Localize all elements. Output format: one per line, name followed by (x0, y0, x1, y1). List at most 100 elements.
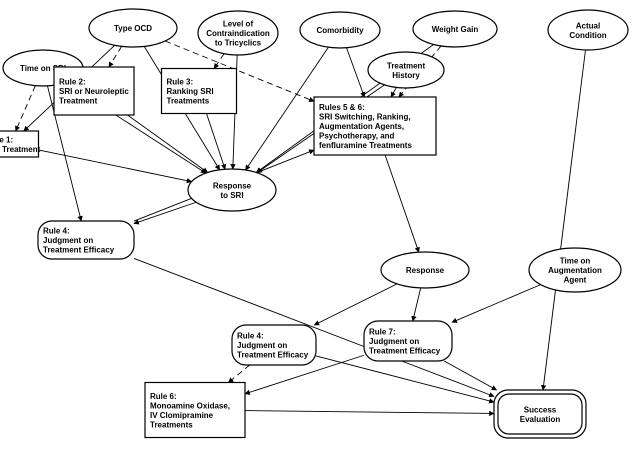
node-label-line: Contraindication (206, 29, 270, 38)
node-label-line: Treatment (59, 97, 98, 106)
node-label-line: Augmentation Agents, (319, 122, 404, 131)
edge-rule1-to-response-sri (38, 149, 193, 184)
node-label-line: Condition (569, 31, 606, 40)
node-label-line: Treatment Efficacy (237, 351, 309, 360)
node-shape (88, 8, 178, 48)
node-label-line: SRI Switching, Ranking, (319, 113, 411, 122)
node-shape (412, 10, 498, 48)
node-rule56: Rules 5 & 6:SRI Switching, Ranking,Augme… (313, 96, 437, 156)
node-shape (144, 381, 246, 439)
node-shape (197, 10, 279, 56)
node-label-line: Rule 6: (150, 392, 177, 401)
node-weight-gain: Weight Gain (412, 10, 498, 48)
node-label-line: Judgment on (237, 341, 287, 350)
node-label-line: SRI Treatment (0, 145, 41, 154)
node-label-line: Judgment on (369, 337, 419, 346)
node-label-line: IV Clomipramine (150, 411, 214, 420)
node-label-line: Rule 4: (237, 332, 264, 341)
node-rule6: Rule 6:Monoamine Oxidase,IV Clomipramine… (144, 381, 246, 439)
node-label-line: Rule 7: (369, 328, 396, 337)
edge-comorbidity-to-response-sri (245, 46, 329, 171)
edge-type-ocd-to-rule56 (164, 40, 315, 102)
node-label-line: Rule 4: (43, 227, 70, 236)
edge-time-on-sri-to-rule4-top (47, 85, 83, 222)
edge-treatment-history-to-rule56 (390, 87, 397, 98)
node-shape (53, 66, 135, 116)
node-label-line: Psychotherapy, and (319, 132, 395, 141)
edge-rule4-bottom-to-success (315, 355, 495, 404)
edge-rule3-to-response-sri (206, 113, 227, 170)
node-label-line: Type OCD (114, 24, 152, 33)
node-label-line: Monoamine Oxidase, (150, 401, 230, 410)
node-label-line: Evaluation (520, 415, 561, 424)
edge-response-sri-to-rule4-top (133, 201, 197, 225)
node-label-line: Ranking SRI (167, 87, 214, 96)
edge-rule56-to-response (384, 154, 420, 253)
node-label-line: Rule 3: (167, 78, 194, 87)
node-label-line: Level of (223, 20, 254, 29)
edge-rule6-to-success (244, 410, 495, 417)
node-inner-shape (497, 393, 583, 435)
edge-response-to-rule4-bottom (313, 283, 398, 326)
node-type-ocd: Type OCD (88, 8, 178, 48)
edge-time-on-sri-to-rule1 (15, 85, 36, 132)
node-label-line: Success (524, 405, 557, 414)
node-shape (299, 11, 381, 49)
node-shape (528, 247, 622, 293)
edge-actual-condition-to-success (540, 49, 586, 391)
diagram-edges (15, 40, 586, 417)
edge-rule2-to-response-sri (127, 114, 209, 173)
node-response: Response (380, 251, 470, 289)
node-label-line: Response (406, 266, 445, 275)
node-label-line: Treatment Efficacy (43, 246, 115, 255)
node-shape (363, 320, 453, 362)
node-shape (313, 96, 437, 156)
node-shape (160, 67, 238, 115)
node-label-line: Weight Gain (432, 25, 479, 34)
node-label-line: Rule 1: (0, 135, 13, 144)
edge-comorbidity-to-rule56 (346, 47, 366, 98)
node-shape (547, 9, 629, 51)
node-rule1: Rule 1:SRI Treatment (0, 130, 41, 158)
node-label-line: Time on SRI (20, 64, 66, 73)
edge-time-aug-to-rule7 (451, 284, 541, 323)
node-label-line: Actual (576, 21, 600, 30)
node-label-line: Response (213, 181, 252, 190)
edge-rule7-to-rule6 (244, 354, 365, 395)
edge-type-ocd-to-rule2 (108, 46, 123, 68)
node-label-line: fenfluramine Treatments (319, 141, 412, 150)
node-label-line: SRI or Neuroleptic (59, 87, 129, 96)
node-label-line: Treatments (150, 420, 193, 429)
node-shape (187, 168, 277, 212)
node-label-line: Rule 2: (59, 78, 86, 87)
edge-rule7-to-success (443, 360, 498, 391)
edge-response-to-rule7 (411, 287, 422, 322)
node-label-line: Treatment (387, 61, 426, 70)
node-shape (0, 130, 40, 158)
node-shape (37, 220, 135, 260)
node-label-line: Comorbidity (316, 26, 364, 35)
node-label-line: Judgment on (43, 236, 93, 245)
node-label-line: Treatments (167, 97, 210, 106)
node-label-line: History (392, 71, 420, 80)
node-shape (367, 51, 445, 89)
edge-rule4-bottom-to-rule6 (228, 364, 250, 383)
node-label-line: Agent (564, 276, 587, 285)
edge-contraindication-to-rule3 (213, 53, 225, 69)
node-shape (231, 324, 317, 366)
node-label-line: Time on (560, 257, 591, 266)
node-label-line: to SRI (220, 191, 243, 200)
